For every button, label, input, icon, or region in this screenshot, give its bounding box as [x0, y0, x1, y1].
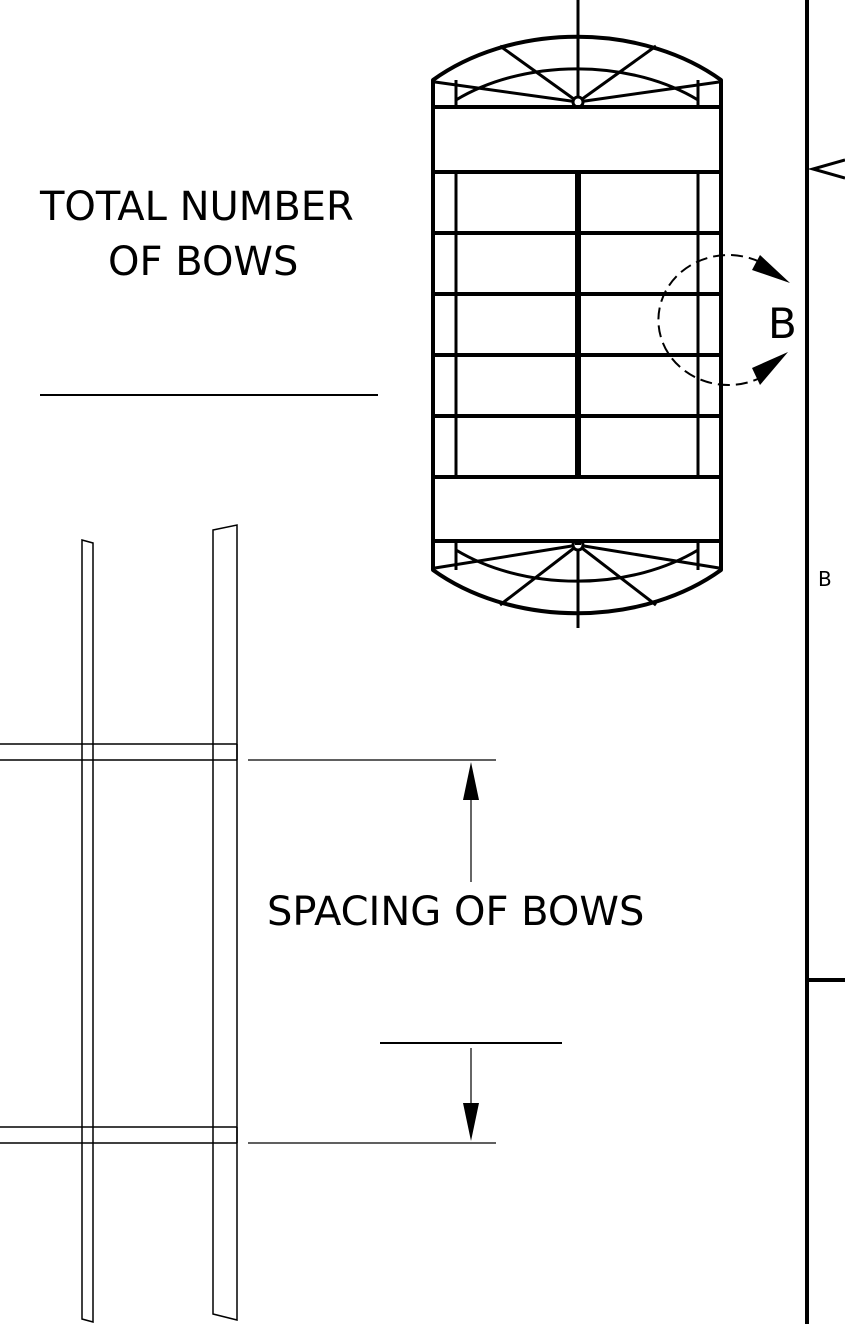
dimension-arrow-up [463, 762, 479, 800]
section-marker-label: B [818, 567, 832, 591]
ladder-rail-right [212, 524, 238, 1321]
cage-top-struts [434, 0, 720, 104]
total-bows-line2: OF BOWS [108, 239, 298, 285]
spacing-dimension: SPACING OF BOWS [248, 759, 644, 1144]
dimension-arrow-down [463, 1103, 479, 1141]
cage-bottom-struts [434, 543, 720, 628]
reference-triangle-icon [807, 158, 845, 180]
total-bows-label: TOTAL NUMBER OF BOWS [39, 184, 378, 396]
callout-arrow-down [752, 352, 788, 385]
cage-top-band [436, 109, 718, 170]
cage-bottom-band [436, 479, 718, 539]
detail-callout-arc [657, 254, 761, 386]
spacing-label: SPACING OF BOWS [267, 889, 644, 935]
detail-callout-b: B [657, 254, 797, 386]
detail-callout-label: B [768, 299, 797, 348]
cage-top-view [431, 0, 723, 628]
bow-lower [0, 1126, 238, 1144]
ladder-side-view [0, 524, 238, 1323]
ladder-rail-left [81, 539, 94, 1323]
callout-arrow-up [752, 255, 790, 283]
total-bows-line1: TOTAL NUMBER [39, 184, 354, 230]
cage-horizontal-bows [433, 105, 721, 543]
bow-upper [0, 743, 238, 761]
right-reference-line: B [805, 0, 845, 1324]
cage-outline [431, 34, 723, 616]
